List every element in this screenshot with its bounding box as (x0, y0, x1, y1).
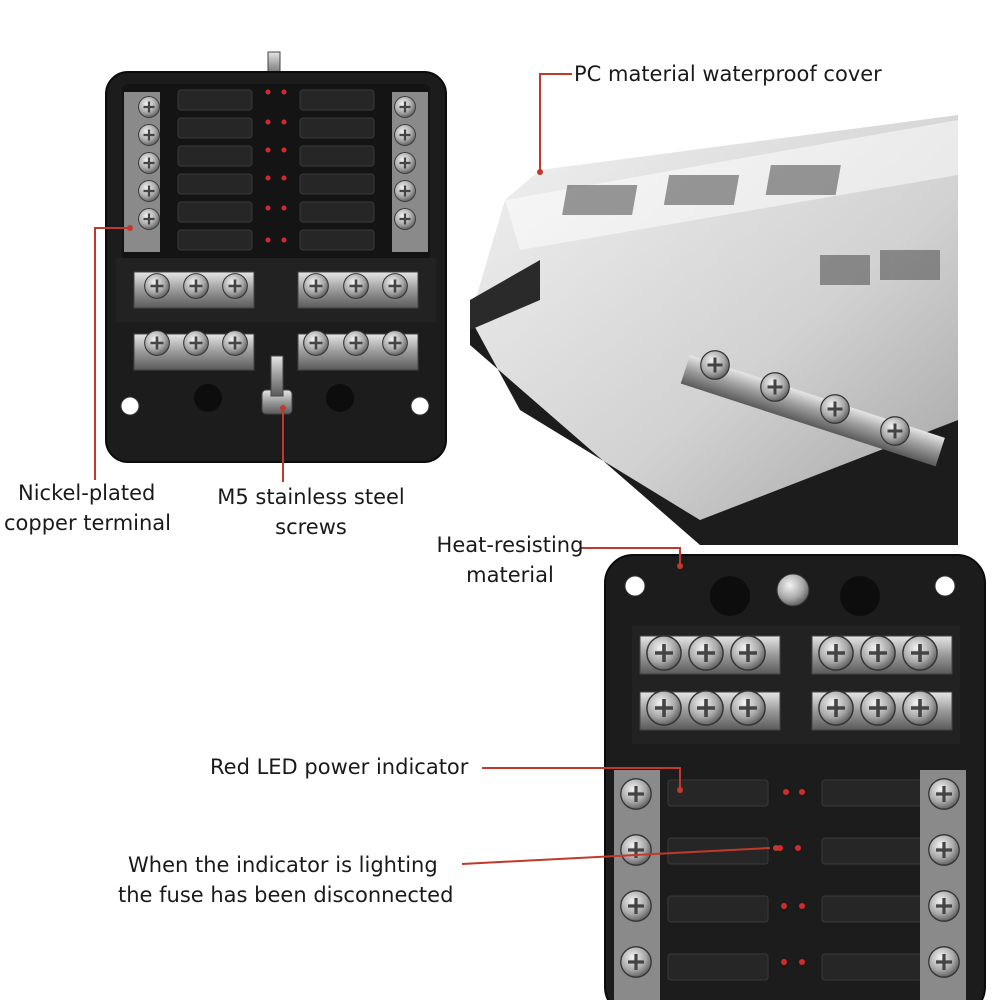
m5-label-line2: screws (275, 515, 347, 539)
closeup-hole-right (934, 575, 956, 597)
m5-label-line1: M5 stainless steel (217, 485, 405, 509)
indicator-lighting-label: When the indicator is lighting the fuse … (118, 850, 453, 910)
mount-cap-right (326, 384, 354, 412)
cover-terminals (680, 350, 945, 467)
led-indicators-top (265, 89, 287, 243)
lighting-label-line2: the fuse has been disconnected (118, 883, 454, 907)
red-led-label: Red LED power indicator (210, 755, 469, 779)
fuse-slots (177, 89, 375, 251)
closeup-hole-left (624, 575, 646, 597)
m5-screws-label: M5 stainless steel screws (206, 482, 416, 542)
fuse-box-closeup (604, 554, 986, 1000)
mount-cap-left (194, 384, 222, 412)
closeup-side-terminals (614, 770, 966, 1000)
callout-line-pc-cover (539, 73, 572, 172)
pc-cover-label: PC material waterproof cover (574, 62, 882, 86)
callout-line-lighting (461, 847, 771, 865)
m5-stud (270, 355, 284, 397)
closeup-cap-right (840, 576, 880, 616)
lighting-label-line1: When the indicator is lighting (128, 853, 438, 877)
heat-resisting-label: Heat-resisting material (420, 530, 600, 590)
nickel-terminal-label: Nickel-plated copper terminal (4, 478, 171, 538)
nickel-label-line2: copper terminal (4, 511, 172, 535)
fuse-box-top-view (105, 51, 447, 463)
side-terminals-right (392, 92, 428, 252)
mount-hole-left (120, 396, 140, 416)
heat-label-line1: Heat-resisting (436, 533, 584, 557)
heat-label-line2: material (466, 563, 554, 587)
closeup-cap-left (710, 576, 750, 616)
callout-line-red-led (482, 767, 681, 790)
mount-hole-right (410, 396, 430, 416)
callout-line-heat (580, 547, 681, 566)
callout-line-nickel (94, 227, 130, 480)
closeup-stud (776, 573, 810, 607)
nickel-label-line1: Nickel-plated (18, 481, 156, 505)
fuse-box-with-cover (470, 115, 958, 545)
cover-slots (562, 165, 940, 285)
closeup-fuse-slots (667, 779, 923, 981)
callout-lines (94, 73, 779, 865)
